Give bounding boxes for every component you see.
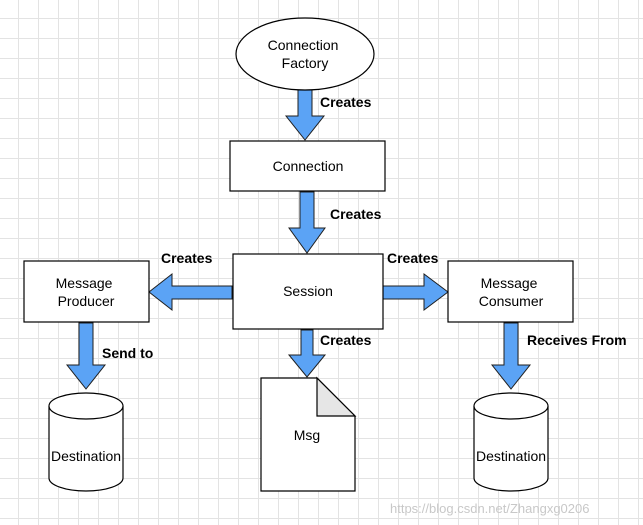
edge-label-receives-from: Receives From [527, 332, 627, 348]
svg-text:Connection Factory: Connection Factory [268, 37, 343, 71]
destination-left-node: Destination [48, 392, 124, 492]
message-producer-label-line1: Message [56, 275, 113, 291]
edge-label-factory-connection: Creates [320, 94, 372, 110]
destination-left-label: Destination [51, 448, 121, 464]
connection-factory-label-line2: Factory [282, 55, 329, 71]
watermark-text: https://blog.csdn.net/Zhangxg0206 [390, 501, 589, 516]
arrow-factory-to-connection [284, 89, 326, 141]
msg-document-node: Msg [260, 376, 357, 492]
edge-label-send-to: Send to [102, 345, 153, 361]
session-node: Session [232, 253, 384, 330]
destination-right-label: Destination [476, 448, 546, 464]
edge-label-session-producer: Creates [161, 250, 213, 266]
connection-factory-node: Connection Factory [235, 17, 375, 91]
edge-label-connection-session: Creates [330, 206, 382, 222]
arrow-producer-to-destination [65, 322, 107, 390]
message-consumer-label-line2: Consumer [479, 293, 544, 309]
message-producer-label-line2: Producer [58, 293, 115, 309]
svg-text:Message Consumer: Message Consumer [479, 275, 544, 309]
edge-label-session-consumer: Creates [387, 250, 439, 266]
arrow-connection-to-session [288, 191, 326, 254]
connection-factory-label-line1: Connection [268, 37, 339, 53]
arrow-session-to-producer [148, 272, 233, 312]
arrow-consumer-to-destination [490, 322, 532, 390]
message-producer-node: Message Producer [23, 260, 150, 323]
destination-right-node: Destination [473, 392, 549, 492]
session-label: Session [283, 283, 333, 299]
connection-node: Connection [229, 140, 386, 192]
edge-label-session-msg: Creates [320, 332, 372, 348]
msg-label: Msg [294, 427, 320, 443]
arrow-session-to-msg [287, 329, 327, 378]
message-consumer-label-line1: Message [481, 275, 538, 291]
arrow-session-to-consumer [382, 273, 449, 311]
connection-label: Connection [273, 158, 344, 174]
message-consumer-node: Message Consumer [447, 260, 574, 323]
svg-text:Message Producer: Message Producer [56, 275, 117, 309]
